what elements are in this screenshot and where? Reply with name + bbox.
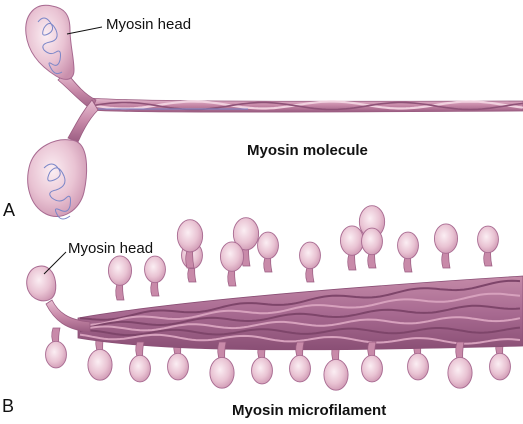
myosin-microfilament-caption: Myosin microfilament	[232, 402, 387, 419]
microfilament-front-heads	[45, 223, 473, 389]
panel-a-letter: A	[3, 200, 16, 220]
microfilament-tail-left	[45, 299, 91, 333]
callout-line-b	[43, 251, 67, 275]
bundle-strand	[79, 304, 521, 330]
myosin-molecule-caption: Myosin molecule	[247, 142, 368, 159]
microfilament-lead-head	[26, 265, 57, 302]
bundle-strand	[79, 333, 521, 345]
microfilament-head	[107, 255, 132, 301]
molecule-tail-strand-2	[89, 101, 523, 111]
bundle-strand	[79, 326, 521, 337]
microfilament-head	[232, 217, 260, 267]
microfilament-head	[209, 341, 235, 389]
microfilament-head	[361, 227, 383, 269]
myosin-microfilament-drawing	[26, 205, 523, 391]
bundle-strand	[79, 292, 521, 326]
callout-line-a	[66, 26, 103, 35]
microfilament-head	[477, 225, 499, 267]
molecule-tail-coil	[91, 104, 248, 110]
microfilament-head	[361, 341, 383, 383]
bundle-strand	[79, 316, 521, 332]
myosin-head-label-a: Myosin head	[106, 16, 192, 33]
lower-head-coil	[43, 163, 71, 220]
microfilament-head	[257, 231, 279, 273]
microfilament-strands	[79, 279, 521, 345]
upper-head-coil	[37, 17, 63, 75]
myosin-head-label-b: Myosin head	[68, 240, 154, 257]
molecule-tail-strand-1	[88, 100, 523, 110]
panel-b-letter: B	[2, 396, 15, 416]
microfilament-head	[144, 255, 166, 297]
microfilament-head	[447, 341, 473, 389]
microfilament-head	[219, 241, 244, 287]
lower-neck	[67, 99, 99, 143]
microfilament-head	[129, 341, 151, 383]
microfilament-head	[289, 341, 311, 383]
microfilament-head	[323, 343, 349, 391]
myosin-molecule-drawing	[25, 4, 523, 220]
microfilament-head	[397, 231, 419, 273]
bundle-strand	[79, 279, 521, 321]
microfilament-head	[299, 241, 321, 283]
microfilament-head	[434, 223, 459, 269]
microfilament-head	[45, 327, 67, 369]
microfilament-head	[176, 219, 204, 269]
microfilament-head	[340, 225, 365, 271]
